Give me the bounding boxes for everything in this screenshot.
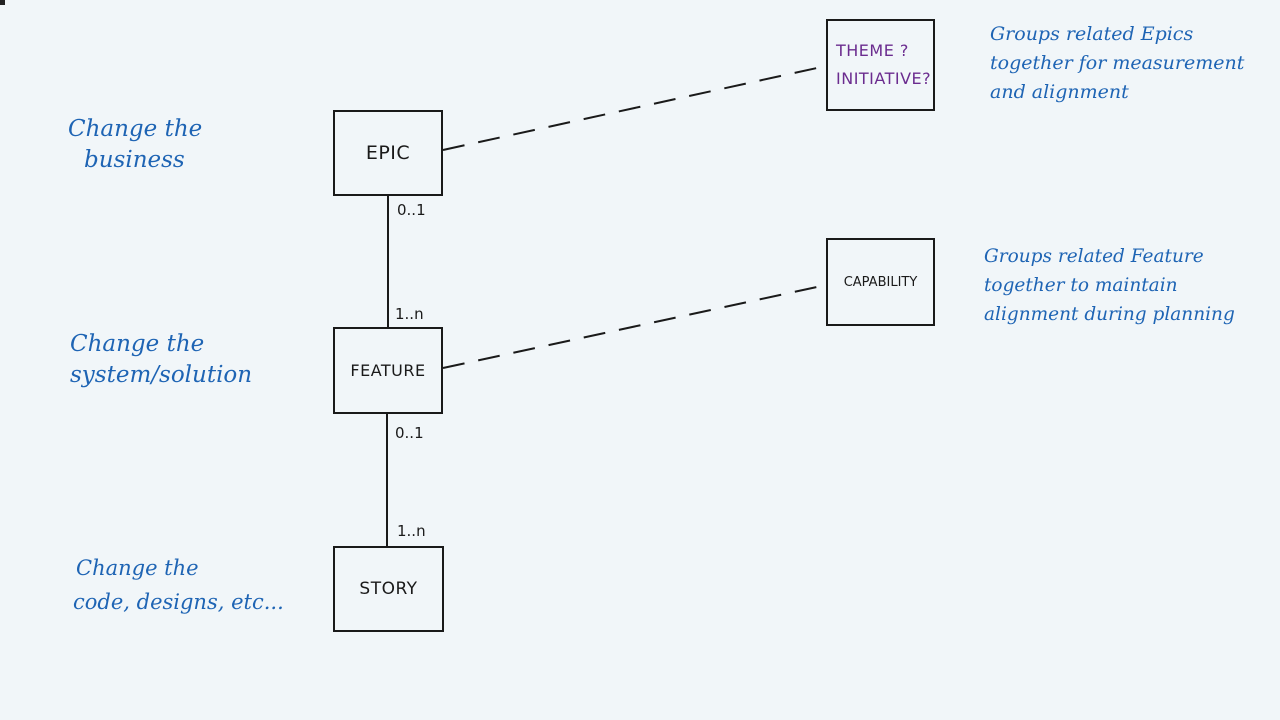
feature-label: FEATURE (350, 361, 426, 380)
epic-note-line: business (84, 147, 185, 173)
capability-box: CAPABILITY (826, 238, 935, 326)
feature-note: Change the system/solution (70, 329, 252, 391)
feature-note-line: Change the (70, 331, 205, 357)
theme-note: Groups related Epics together for measur… (990, 20, 1244, 107)
theme-note-line: Groups related Epics (990, 23, 1194, 45)
story-note: Change the code, designs, etc... (73, 551, 284, 619)
epic-box: EPIC (333, 110, 443, 196)
theme-label: THEME ? (836, 41, 909, 60)
capability-label: CAPABILITY (843, 274, 918, 290)
theme-note-line: and alignment (990, 81, 1129, 103)
story-note-line: code, designs, etc... (73, 590, 284, 614)
feature-note-line: system/solution (70, 362, 253, 388)
story-box: STORY (333, 546, 444, 632)
epic-feature-multiplicity-bottom: 1..n (395, 305, 424, 323)
feature-box: FEATURE (333, 327, 443, 414)
epic-theme-dashed-connector (442, 65, 827, 151)
theme-initiative-box: THEME ? INITIATIVE? (826, 19, 935, 111)
initiative-label: INITIATIVE? (836, 69, 932, 88)
story-note-line: Change the (76, 556, 199, 580)
feature-story-multiplicity-bottom: 1..n (397, 522, 426, 540)
epic-note-line: Change the (68, 116, 203, 142)
epic-feature-multiplicity-top: 0..1 (397, 201, 426, 219)
feature-capability-dashed-connector (442, 284, 827, 369)
capability-note: Groups related Feature together to maint… (984, 242, 1235, 329)
capability-note-line: alignment during planning (984, 304, 1235, 325)
theme-note-line: together for measurement (990, 52, 1245, 74)
capability-note-line: together to maintain (984, 275, 1178, 296)
corner-mark (0, 0, 5, 5)
capability-note-line: Groups related Feature (984, 246, 1204, 267)
story-label: STORY (359, 579, 418, 599)
epic-note: Change the business (68, 114, 202, 176)
epic-label: EPIC (365, 142, 411, 164)
feature-story-multiplicity-top: 0..1 (395, 424, 424, 442)
